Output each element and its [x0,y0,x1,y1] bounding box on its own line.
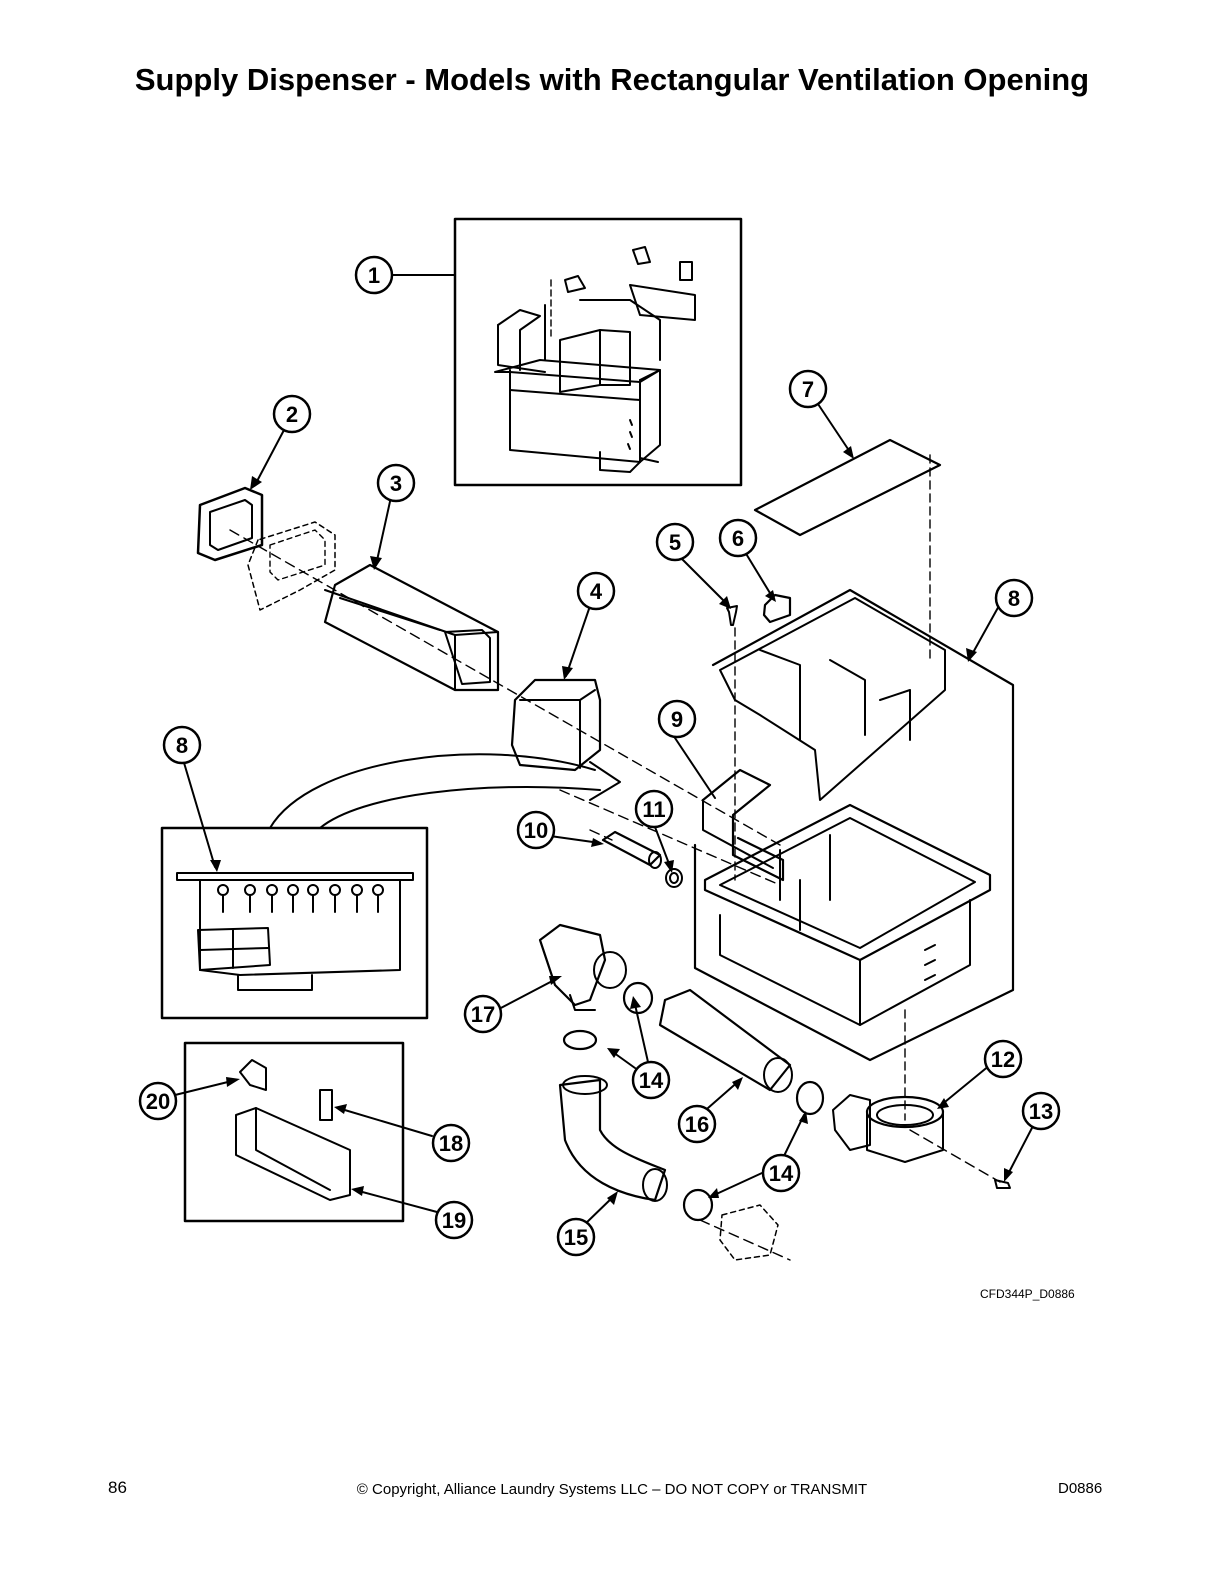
callouts: 1 2 3 4 5 6 7 8 8 9 10 11 12 13 14 14 15… [138,255,1061,1257]
assembly-lines [229,529,1001,1261]
callout-9: 9 [657,699,697,739]
svg-text:3: 3 [390,471,402,496]
callout-11: 11 [634,789,674,829]
svg-text:17: 17 [471,1002,495,1027]
document-id: D0886 [1058,1480,1103,1497]
callout-10: 10 [516,810,556,850]
part-9-bracket [701,768,785,882]
callout-14-bottom: 14 [761,1153,801,1193]
leader-arrowheads [210,446,1013,1205]
callout-8-inset: 8 [162,725,202,765]
svg-text:15: 15 [564,1225,588,1250]
part-11-ring [665,868,683,888]
svg-text:12: 12 [991,1047,1015,1072]
svg-text:8: 8 [1008,586,1020,611]
callout-16: 16 [677,1104,717,1144]
part-15-elbow-hose [558,1075,779,1261]
svg-text:18: 18 [439,1131,463,1156]
callout-5: 5 [655,522,695,562]
part-7-lid [753,438,942,537]
svg-text:13: 13 [1029,1099,1053,1124]
part-10-tube [601,830,662,869]
reference-arrow [269,753,621,829]
svg-text:14: 14 [639,1068,664,1093]
svg-text:7: 7 [802,377,814,402]
callout-6: 6 [718,518,758,558]
svg-text:14: 14 [769,1161,794,1186]
copyright-notice: © Copyright, Alliance Laundry Systems LL… [356,1481,868,1498]
callout-7: 7 [788,369,828,409]
inset-parts-18-20 [183,1041,405,1223]
part-16-hose [658,988,793,1093]
callout-19: 19 [434,1200,474,1240]
svg-text:9: 9 [671,707,683,732]
callout-2: 3 [376,463,416,503]
callout-3: 1 [354,255,394,295]
svg-text:19: 19 [442,1208,466,1233]
part-5-screw [726,605,738,626]
svg-text:5: 5 [669,530,681,555]
callout-12: 12 [983,1039,1023,1079]
part-1-gasket [196,486,336,611]
inset-assembly-3 [453,217,743,487]
part-2-duct [323,563,500,692]
callout-20: 20 [138,1081,178,1121]
page-title: Supply Dispenser - Models with Rectangul… [134,62,1090,97]
svg-text:4: 4 [590,579,603,604]
callout-4: 4 [576,571,616,611]
part-14-clamps [562,981,825,1222]
part-17-valve [538,923,627,1011]
callout-17: 17 [463,994,503,1034]
part-4-filter [510,678,602,772]
svg-text:11: 11 [642,797,665,822]
callout-8-housing: 8 [994,578,1034,618]
part-8-housing [693,454,1015,1121]
callout-18: 18 [431,1123,471,1163]
part-12-outlet [832,1094,945,1163]
callout-13: 13 [1021,1091,1061,1131]
svg-text:8: 8 [176,733,188,758]
callout-1: 2 [272,394,312,434]
svg-text:1: 1 [368,263,380,288]
svg-text:20: 20 [146,1089,170,1114]
svg-text:16: 16 [685,1112,709,1137]
part-13-screw [994,1179,1011,1189]
svg-text:2: 2 [286,402,298,427]
callout-15: 15 [556,1217,596,1257]
part-6-clip [762,593,792,624]
drawing-code: CFD344P_D0886 [980,1287,1075,1301]
page-number: 86 [108,1478,127,1497]
svg-text:6: 6 [732,526,744,551]
svg-text:10: 10 [524,818,548,843]
callout-14-top: 14 [631,1060,671,1100]
inset-side-view-8 [160,826,429,1020]
